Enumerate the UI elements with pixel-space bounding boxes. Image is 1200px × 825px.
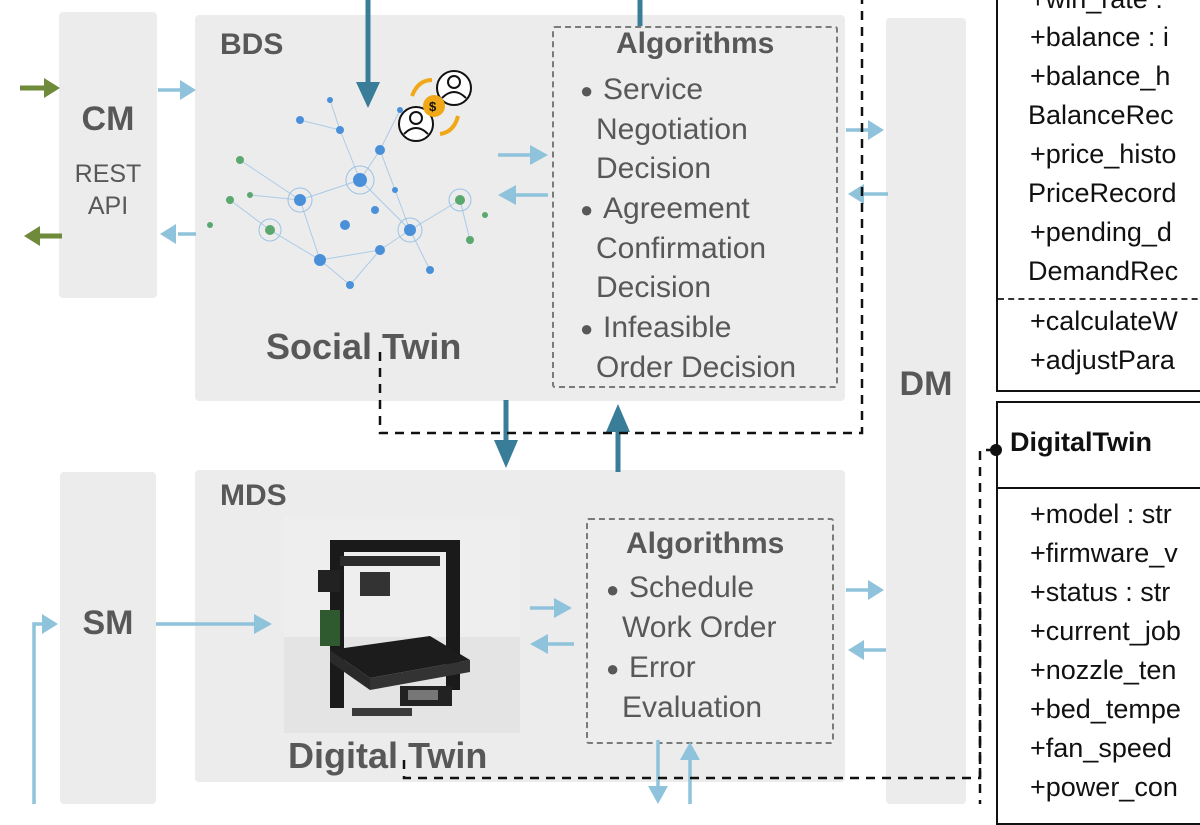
social-network-illustration [207, 97, 488, 289]
dashed-connectors [378, 0, 996, 804]
mds-algo-item-1-line-2: Work Order [622, 610, 777, 644]
svg-text:$: $ [429, 99, 437, 114]
bds-algorithms-title: Algorithms [616, 27, 775, 60]
3d-printer-image [284, 517, 520, 733]
uml-top-attr-8: DemandRec [1028, 256, 1179, 286]
uml-top-attr-6: PriceRecord [1028, 178, 1177, 208]
bds-algo-item-1-line-1: Service [603, 73, 704, 106]
uml-top-attr-1: +win_rate : [1030, 0, 1163, 15]
uml-digitaltwin-attr-2: +firmware_v [1030, 538, 1178, 568]
uml-digitaltwin-class-name: DigitalTwin [1010, 427, 1152, 457]
uml-digitaltwin-attr-4: +current_job [1030, 616, 1181, 646]
uml-top-attr-3: +balance_h [1030, 61, 1171, 91]
cm-title: CM [81, 100, 135, 138]
dm-title: DM [899, 365, 953, 403]
green-arrow-out [24, 226, 62, 246]
mds-algo-item-1: Schedule Work Order [622, 568, 776, 647]
light-arrows [32, 80, 888, 804]
bds-algo-item-2: Agreement Confirmation Decision [596, 189, 766, 308]
uml-top-divider [998, 298, 1200, 300]
mds-algo-item-2: Error Evaluation [622, 648, 762, 727]
bds-algo-item-1-line-2: Negotiation [596, 112, 748, 146]
sm-box [60, 472, 156, 804]
cm-subtitle-rest: REST [74, 160, 142, 188]
uml-top-method-1: +calculateW [1030, 306, 1178, 336]
uml-digitaltwin-header-divider [998, 487, 1200, 489]
bullet-icon: ● [606, 656, 620, 681]
bds-algo-item-3-line-1: Infeasible [603, 311, 732, 344]
mds-algo-item-2-line-1: Error [629, 651, 696, 684]
uml-association-dot [990, 444, 1002, 456]
bullet-icon: ● [580, 197, 594, 222]
uml-top-attr-7: +pending_d [1030, 217, 1172, 247]
uml-digitaltwin-attr-7: +fan_speed [1030, 733, 1172, 763]
uml-top-attr-2: +balance : i [1030, 22, 1169, 52]
cm-box [59, 12, 157, 298]
bullet-icon: ● [606, 577, 620, 602]
diagram-connectors: $ [20, 0, 1002, 804]
mds-caption: Digital Twin [288, 735, 488, 776]
dm-box [886, 18, 966, 804]
bds-algo-item-1-line-3: Decision [596, 152, 712, 186]
mds-label: MDS [220, 479, 287, 512]
bds-caption: Social Twin [266, 326, 462, 367]
mds-algorithms-box [586, 518, 834, 744]
bds-algo-item-3: Infeasible Order Decision [596, 308, 796, 387]
bds-algo-item-3-line-2: Order Decision [596, 350, 797, 384]
uml-class-top: +win_rate : +balance : i +balance_h Bala… [996, 0, 1200, 392]
uml-digitaltwin-attr-6: +bed_tempe [1030, 694, 1181, 724]
mds-algo-item-1-line-1: Schedule [629, 571, 755, 604]
uml-digitaltwin-attr-3: +status : str [1030, 577, 1171, 607]
uml-digitaltwin-attr-1: +model : str [1030, 499, 1172, 529]
bds-label: BDS [220, 28, 284, 61]
uml-class-digitaltwin: DigitalTwin +model : str +firmware_v +st… [996, 401, 1200, 825]
bds-algo-item-2-line-1: Agreement [603, 192, 750, 225]
mds-algorithms-title: Algorithms [626, 527, 785, 560]
negotiation-icon: $ [398, 70, 472, 142]
cm-subtitle-api: API [87, 192, 129, 220]
uml-digitaltwin-attr-5: +nozzle_ten [1030, 655, 1177, 685]
uml-top-attr-4: BalanceRec [1028, 100, 1174, 130]
sm-title: SM [82, 604, 134, 642]
green-arrow-in [20, 78, 60, 98]
uml-digitaltwin-attr-8: +power_con [1030, 772, 1178, 802]
mds-algo-item-2-line-2: Evaluation [622, 690, 763, 724]
bullet-icon: ● [580, 316, 594, 341]
bds-algorithms-box [552, 26, 838, 388]
bds-algo-item-1: Service Negotiation Decision [596, 70, 748, 189]
uml-top-method-2: +adjustPara [1030, 345, 1175, 375]
bds-algo-item-2-line-3: Decision [596, 271, 712, 305]
uml-top-attr-5: +price_histo [1030, 139, 1177, 169]
bullet-icon: ● [580, 78, 594, 103]
dark-arrows [356, 0, 643, 472]
bds-algo-item-2-line-2: Confirmation [596, 231, 767, 265]
